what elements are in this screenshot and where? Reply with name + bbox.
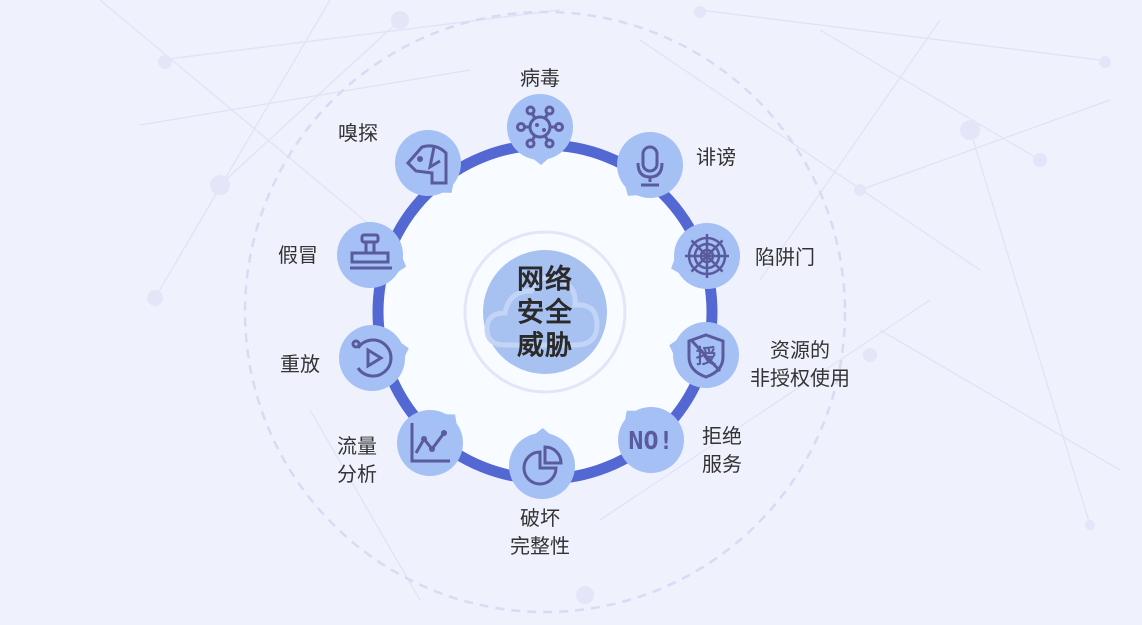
network-nodes xyxy=(147,6,1111,604)
node-circle xyxy=(617,132,683,198)
threat-label-line: 假冒 xyxy=(278,243,318,267)
microphone-icon xyxy=(636,145,664,187)
svg-text:授: 授 xyxy=(696,344,717,368)
threat-label-line: 非授权使用 xyxy=(750,366,850,390)
threat-label-line: 诽谤 xyxy=(696,145,736,169)
node-circle xyxy=(507,94,573,160)
threat-label-line: 嗅探 xyxy=(338,121,378,145)
threat-label-line: 流量 xyxy=(337,434,377,458)
threat-node-integrity xyxy=(509,428,575,499)
line-chart-icon xyxy=(410,423,450,463)
threat-label-line: 资源的 xyxy=(770,338,830,362)
threat-node-unauthorized: 授 xyxy=(669,322,739,388)
replay-icon xyxy=(351,338,393,378)
center-title-line: 安全 xyxy=(517,297,573,329)
threat-node-dos: NO! xyxy=(618,407,684,473)
threat-label-line: 拒绝 xyxy=(702,424,742,448)
threat-label-spoofing: 假冒 xyxy=(278,241,318,269)
dog-icon xyxy=(405,144,448,185)
threat-label-line: 重放 xyxy=(280,352,320,376)
node-circle xyxy=(397,410,463,476)
threat-node-traffic xyxy=(397,410,463,476)
center-title-line: 网络 xyxy=(517,264,573,296)
pie-chart-icon xyxy=(522,445,563,486)
threat-label-line: 完整性 xyxy=(510,534,570,558)
threat-label-line: 病毒 xyxy=(520,66,560,90)
outer-dashed-circle xyxy=(243,10,847,614)
threat-node-virus xyxy=(507,94,573,165)
threat-label-integrity: 破坏完整性 xyxy=(510,504,570,560)
threat-node-slander xyxy=(617,132,683,198)
threat-label-slander: 诽谤 xyxy=(696,143,736,171)
threat-label-line: 陷阱门 xyxy=(755,245,815,269)
stamp-icon xyxy=(350,233,392,270)
shield-unauthorized-icon: 授 xyxy=(687,333,725,379)
spider-web-icon xyxy=(685,234,729,278)
threat-node-replay xyxy=(339,325,409,391)
threat-label-trapdoor: 陷阱门 xyxy=(755,243,815,271)
node-circle xyxy=(395,130,461,196)
threat-label-line: 分析 xyxy=(337,462,377,486)
node-circle xyxy=(337,222,403,288)
node-circle xyxy=(339,325,405,391)
threat-label-virus: 病毒 xyxy=(520,64,560,92)
center-title: 网络 安全 威胁 xyxy=(517,264,573,363)
cloud-icon xyxy=(484,275,600,348)
threat-label-dos: 拒绝服务 xyxy=(702,422,742,478)
node-circle xyxy=(509,433,575,499)
center-title-line: 威胁 xyxy=(517,330,573,362)
threat-label-traffic: 流量分析 xyxy=(337,432,377,488)
threat-label-line: 服务 xyxy=(702,452,742,476)
threat-node-sniffing xyxy=(395,130,461,196)
no-icon: NO! xyxy=(628,426,673,455)
threat-label-sniffing: 嗅探 xyxy=(338,119,378,147)
threat-label-line: 破坏 xyxy=(520,506,560,530)
threat-node-trapdoor xyxy=(671,223,740,289)
node-circle xyxy=(618,407,684,473)
threat-label-replay: 重放 xyxy=(280,350,320,378)
svg-text:NO!: NO! xyxy=(628,426,673,455)
center-halo xyxy=(463,230,627,394)
virus-icon xyxy=(516,105,564,149)
threat-node-spoofing xyxy=(337,222,407,288)
network-lines xyxy=(99,0,1121,601)
threat-label-unauthorized: 资源的非授权使用 xyxy=(750,336,850,392)
